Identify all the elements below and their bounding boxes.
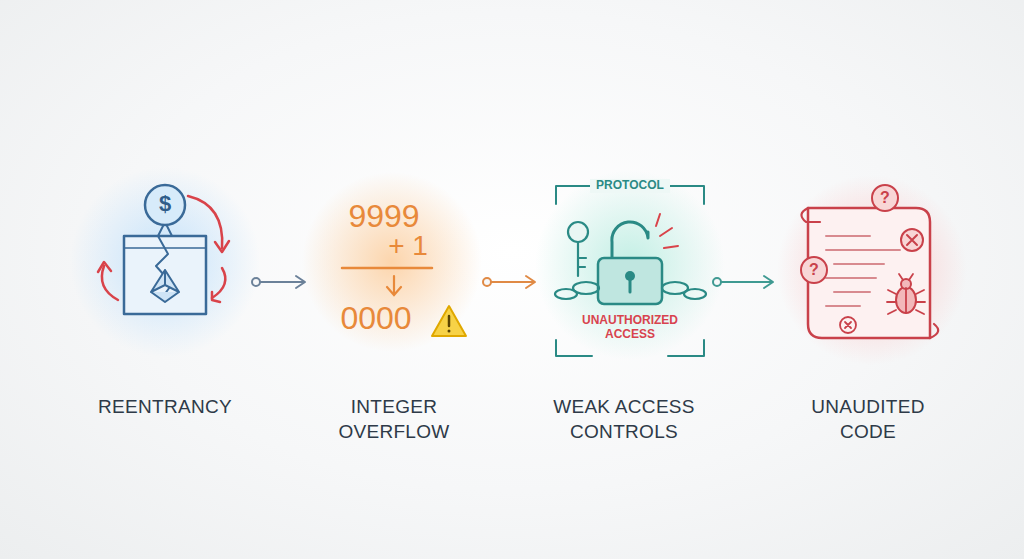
flow-arrow	[483, 276, 535, 288]
icon-label: UNAUTHORIZED ACCESS	[575, 314, 685, 342]
risk-caption: REENTRANCY	[90, 394, 240, 419]
icon-label: 0000	[326, 300, 426, 337]
risk-item: REENTRANCY	[78, 180, 252, 425]
risk-caption: UNAUDITED CODE	[793, 394, 943, 444]
risk-item: UNAUDITED CODE	[773, 180, 963, 450]
flow-arrow	[252, 276, 305, 288]
risk-caption: INTEGER OVERFLOW	[319, 394, 469, 444]
unaudited-code-icon	[801, 185, 938, 338]
icon-label: 9999	[334, 198, 434, 235]
risk-caption: WEAK ACCESS CONTROLS	[549, 394, 699, 444]
glow	[302, 172, 482, 352]
flow-arrow	[713, 276, 773, 288]
icon-label: ?	[875, 189, 895, 207]
glow	[777, 175, 967, 365]
icon-label: PROTOCOL	[590, 179, 670, 193]
access-icon	[555, 186, 706, 356]
icon-label: $	[150, 191, 180, 216]
glow	[535, 170, 725, 360]
glow	[70, 167, 260, 357]
reentrancy-icon	[98, 185, 229, 314]
icon-label: + 1	[378, 230, 438, 262]
icon-label: ?	[804, 261, 824, 279]
